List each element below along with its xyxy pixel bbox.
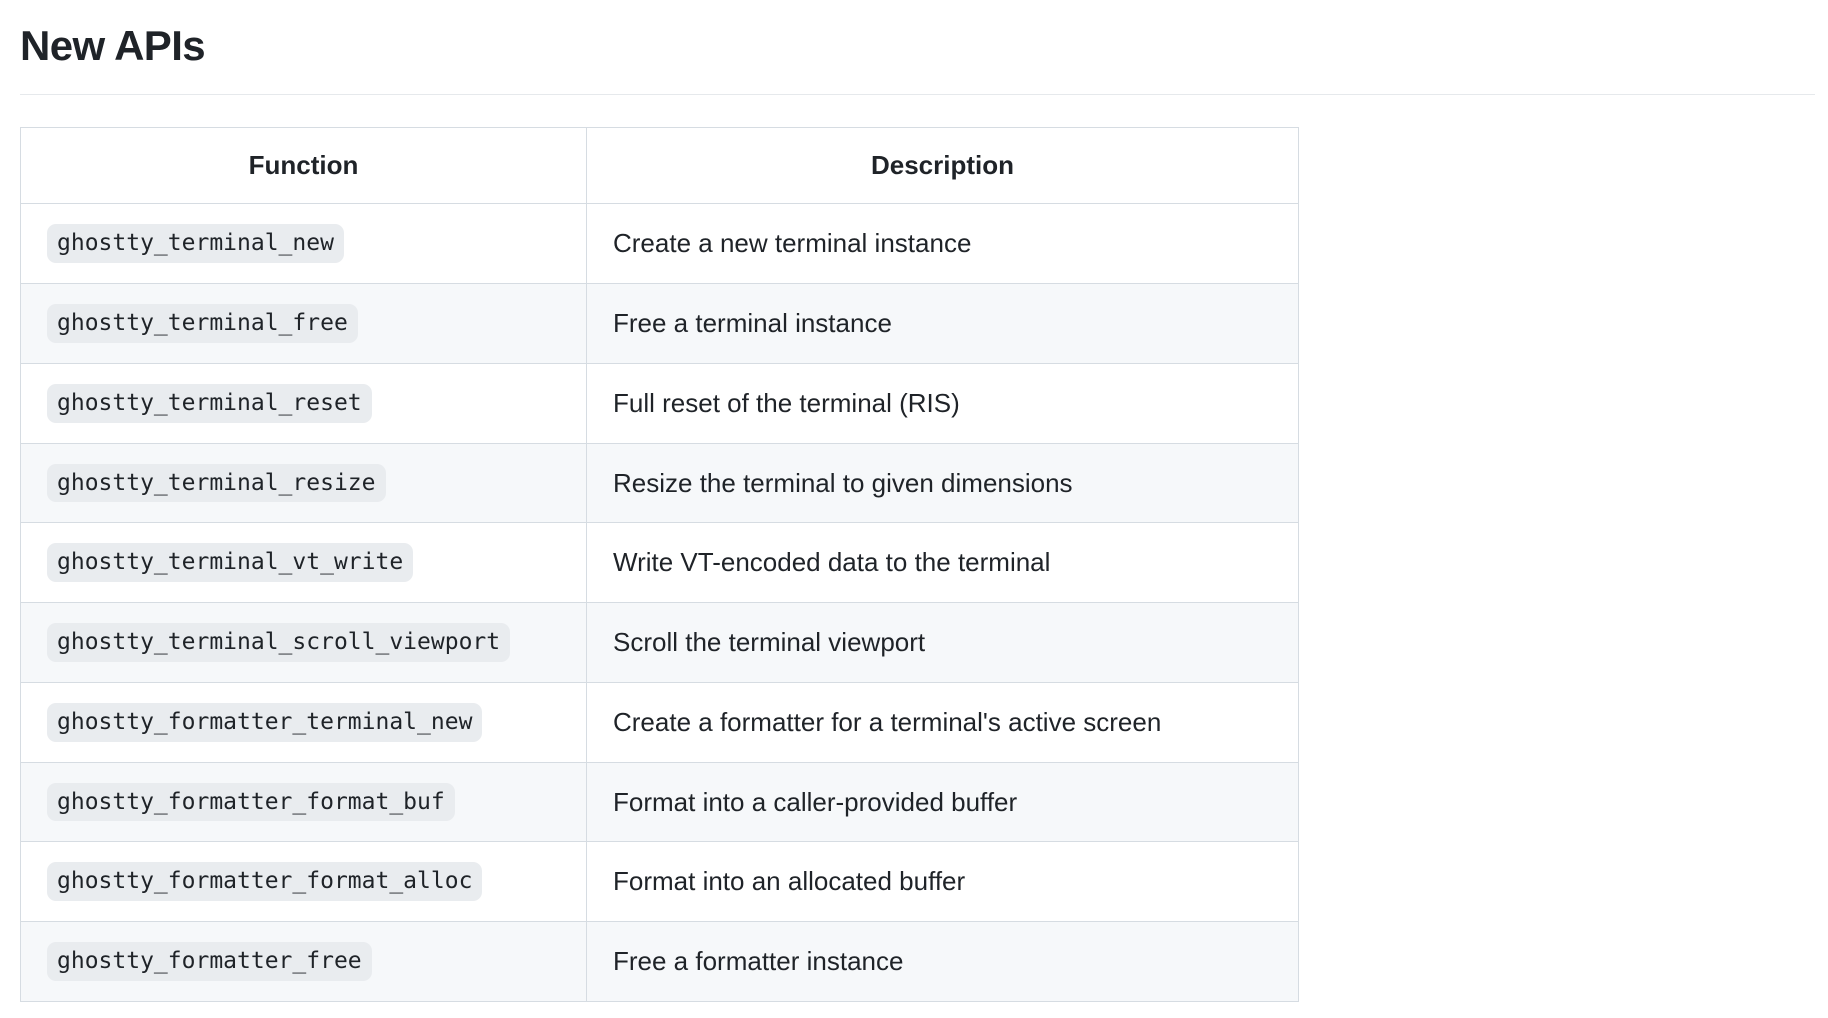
function-cell: ghostty_terminal_resize (20, 442, 587, 524)
table-row: ghostty_terminal_reset Full reset of the … (20, 362, 1299, 444)
table-row: ghostty_terminal_free Free a terminal ins… (20, 283, 1299, 364)
function-cell: ghostty_terminal_new (20, 203, 587, 285)
function-name-code: ghostty_terminal_free (47, 304, 358, 343)
table-row: ghostty_terminal_resize Resize the termin… (20, 442, 1299, 524)
description-cell: Create a formatter for a terminal's acti… (586, 681, 1299, 763)
table-row: ghostty_formatter_terminal_new Create a f… (20, 681, 1299, 763)
description-cell: Create a new terminal instance (586, 203, 1299, 285)
table-row: ghostty_terminal_new Create a new termina… (20, 203, 1299, 285)
description-cell: Free a terminal instance (586, 283, 1299, 364)
description-cell: Free a formatter instance (586, 921, 1299, 1002)
function-cell: ghostty_terminal_free (20, 283, 587, 364)
title-divider (20, 94, 1815, 96)
table-header-row: Function Description (20, 127, 1299, 205)
function-name-code: ghostty_terminal_vt_write (47, 543, 414, 583)
api-table-container: Function Description ghostty_terminal_ne… (20, 127, 1299, 1002)
description-cell: Full reset of the terminal (RIS) (586, 362, 1299, 444)
description-cell: Scroll the terminal viewport (586, 602, 1299, 683)
function-cell: ghostty_terminal_scroll_viewport (20, 602, 587, 683)
function-cell: ghostty_formatter_format_buf (20, 761, 587, 843)
function-name-code: ghostty_terminal_scroll_viewport (47, 623, 511, 662)
new-apis-table: Function Description ghostty_terminal_ne… (20, 127, 1299, 1002)
function-name-code: ghostty_formatter_terminal_new (47, 702, 483, 742)
function-name-code: ghostty_terminal_reset (47, 383, 372, 423)
table-row: ghostty_formatter_free Free a formatter i… (20, 921, 1299, 1002)
description-cell: Write VT-encoded data to the terminal (586, 522, 1299, 604)
function-cell: ghostty_formatter_terminal_new (20, 681, 587, 763)
table-row: ghostty_terminal_vt_write Write VT-encode… (20, 522, 1299, 604)
function-name-code: ghostty_terminal_new (47, 224, 344, 264)
table-body: ghostty_terminal_new Create a new termina… (20, 203, 1299, 1002)
function-cell: ghostty_terminal_reset (20, 362, 587, 444)
description-cell: Resize the terminal to given dimensions (586, 442, 1299, 524)
table-row: ghostty_terminal_scroll_viewport Scroll t… (20, 602, 1299, 683)
function-cell: ghostty_formatter_free (20, 921, 587, 1002)
description-cell: Format into an allocated buffer (586, 841, 1299, 923)
page-title: New APIs (20, 22, 206, 69)
function-cell: ghostty_terminal_vt_write (20, 522, 587, 604)
column-header-description: Description (586, 127, 1299, 205)
function-cell: ghostty_formatter_format_alloc (20, 841, 587, 923)
description-cell: Format into a caller-provided buffer (586, 761, 1299, 843)
function-name-code: ghostty_terminal_resize (47, 463, 386, 503)
table-row: ghostty_formatter_format_alloc Format int… (20, 841, 1299, 923)
function-name-code: ghostty_formatter_free (47, 942, 372, 981)
table-row: ghostty_formatter_format_buf Format into … (20, 761, 1299, 843)
function-name-code: ghostty_formatter_format_buf (47, 782, 455, 822)
column-header-function: Function (20, 127, 587, 205)
table-header: Function Description (20, 127, 1299, 205)
function-name-code: ghostty_formatter_format_alloc (47, 862, 483, 902)
